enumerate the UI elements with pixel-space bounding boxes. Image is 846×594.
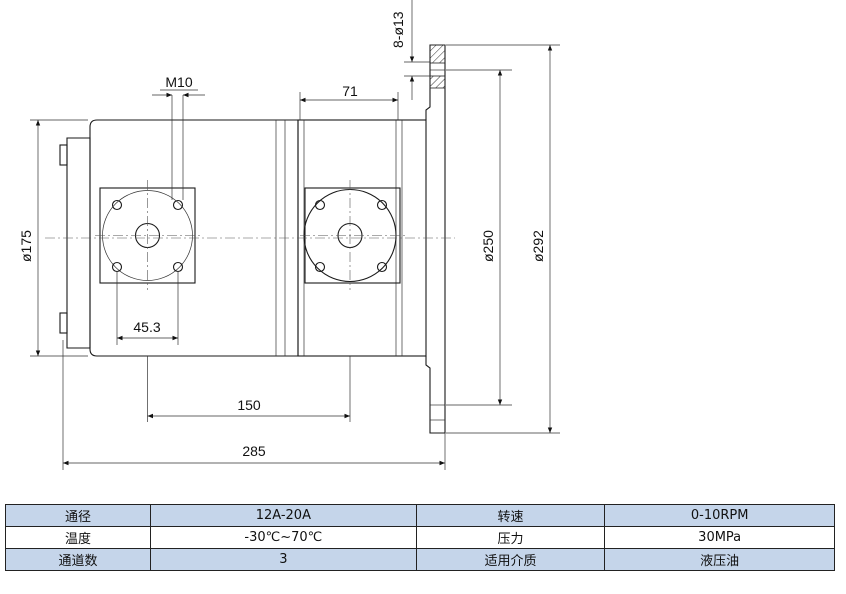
flange — [425, 44, 446, 434]
port-flange-right — [300, 180, 405, 290]
dim-flange-spacing: 71 — [342, 83, 358, 99]
technical-drawing: M10 71 8-ø13 ø175 ø250 ø292 — [18, 0, 560, 470]
dim-holes: 8-ø13 — [390, 11, 406, 48]
dimension-71: 71 — [299, 83, 399, 120]
dimension-150: 150 — [147, 356, 351, 422]
spec-row: 温度 -30℃~70℃ 压力 30MPa — [4, 526, 835, 549]
port-flange-left — [95, 180, 200, 290]
spec-cell: -30℃~70℃ — [150, 526, 417, 549]
spec-cell: 温度 — [4, 526, 152, 549]
dimension-d250: ø250 — [446, 69, 512, 406]
spec-cell: 0-10RPM — [604, 504, 835, 527]
dimension-45-3: 45.3 — [116, 272, 179, 345]
dimension-holes: 8-ø13 — [390, 0, 430, 100]
spec-row: 通道数 3 适用介质 液压油 — [4, 548, 835, 571]
dim-port-spacing: 150 — [237, 397, 261, 413]
spec-cell: 30MPa — [604, 526, 835, 549]
spec-table: 通径 12A-20A 转速 0-10RPM 温度 -30℃~70℃ 压力 30M… — [4, 504, 835, 571]
spec-cell: 适用介质 — [415, 548, 606, 571]
dim-port-offset: 45.3 — [133, 319, 160, 335]
spec-row: 通径 12A-20A 转速 0-10RPM — [4, 504, 835, 527]
dim-flange-diameter: ø292 — [530, 230, 546, 262]
dimension-m10: M10 — [152, 74, 205, 200]
spec-cell: 转速 — [415, 504, 606, 527]
spec-cell: 3 — [150, 548, 417, 571]
dim-thread: M10 — [165, 74, 192, 90]
dimension-d292: ø292 — [446, 44, 560, 434]
spec-cell: 液压油 — [604, 548, 835, 571]
dim-overall-length: 285 — [242, 443, 266, 459]
spec-cell: 通道数 — [4, 548, 152, 571]
spec-cell: 12A-20A — [150, 504, 417, 527]
dimension-d175: ø175 — [18, 119, 88, 357]
dimension-285: 285 — [62, 340, 446, 470]
rear-cover — [59, 137, 91, 349]
spec-cell: 压力 — [415, 526, 606, 549]
dim-pitch-diameter: ø250 — [480, 230, 496, 262]
dim-body-diameter: ø175 — [18, 230, 34, 262]
spec-cell: 通径 — [4, 504, 152, 527]
